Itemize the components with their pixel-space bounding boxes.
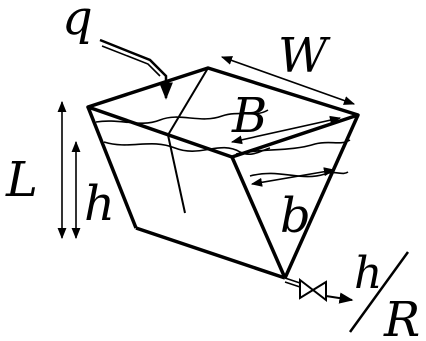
tank-outline — [86, 66, 360, 280]
label-W: W — [278, 28, 331, 84]
label-h-left: h — [84, 176, 115, 232]
outflow-pipe — [284, 277, 354, 304]
label-outlet-h: h — [354, 248, 382, 299]
label-outlet-R: R — [383, 292, 420, 341]
inflow-arrow — [99, 38, 173, 100]
label-b: b — [280, 188, 311, 244]
label-q: q — [62, 0, 93, 46]
label-B: B — [231, 88, 267, 144]
valve-icon — [299, 277, 327, 303]
dimension-B — [230, 115, 342, 145]
tank-back-edges — [167, 67, 209, 214]
dimension-b — [250, 167, 336, 187]
fraction-slash — [348, 251, 410, 333]
label-L: L — [5, 152, 38, 208]
dimension-W — [220, 56, 356, 105]
water-surface — [95, 109, 351, 178]
